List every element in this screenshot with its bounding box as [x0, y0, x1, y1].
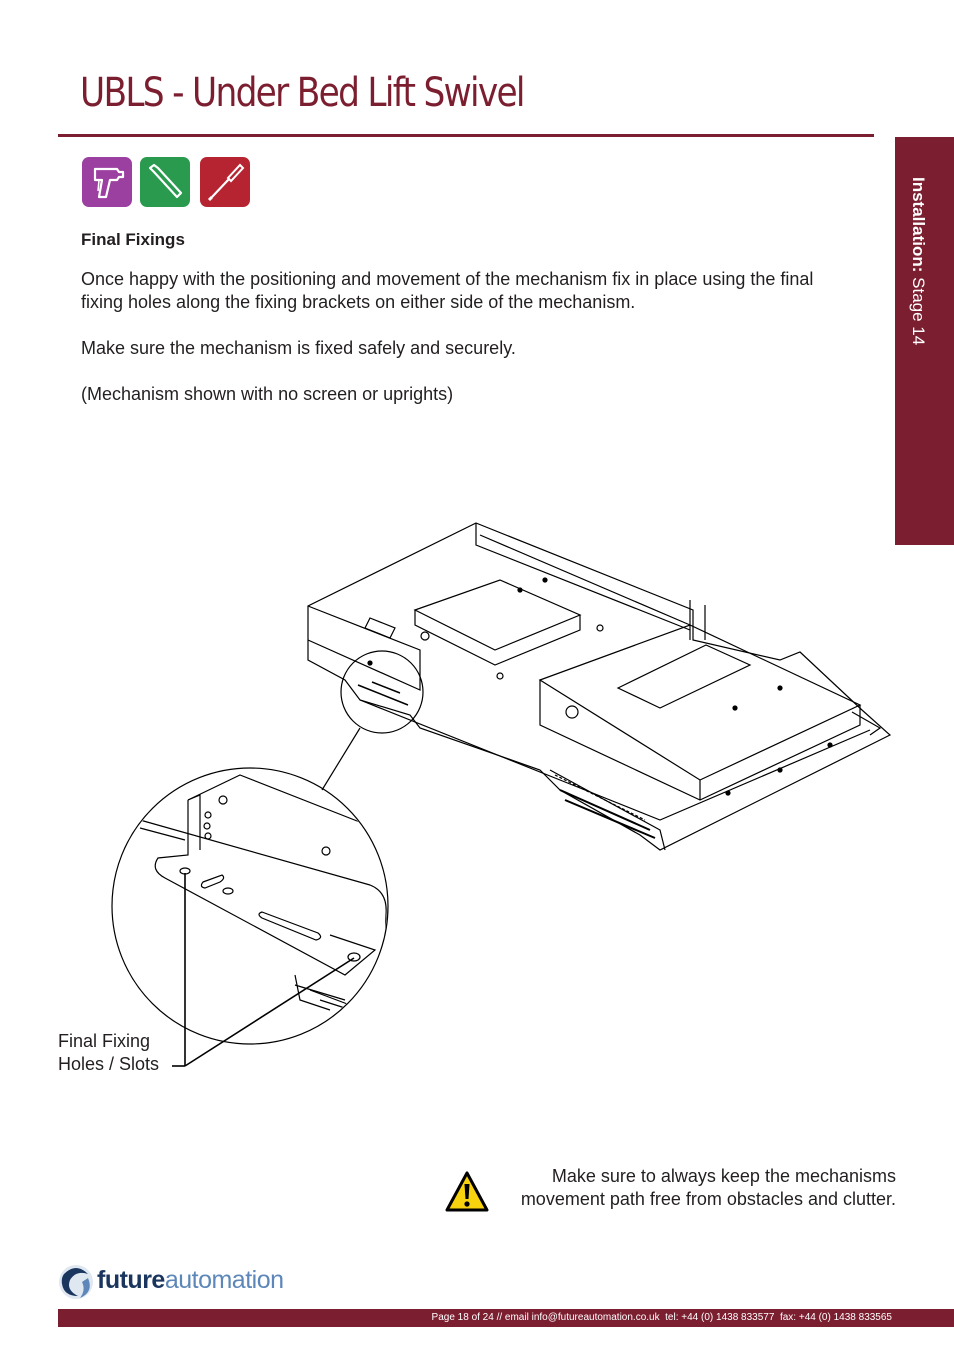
- section-tab: Installation: Stage 14: [895, 137, 954, 545]
- mechanism-body: [307, 522, 892, 851]
- detail-leader-line: [321, 727, 361, 791]
- detail-locator-circle: [340, 650, 424, 734]
- section-tab-label: Installation: Stage 14: [908, 177, 928, 345]
- detail-bracket: [139, 774, 387, 1011]
- logo-future: future: [97, 1266, 165, 1294]
- company-logo: futureautomation: [97, 1266, 284, 1295]
- note-paragraph: (Mechanism shown with no screen or uprig…: [81, 384, 454, 404]
- detail-magnified-circle: [111, 767, 389, 1045]
- footer-text: Page 18 of 24 // email info@futureautoma…: [431, 1312, 892, 1323]
- warning-triangle-icon: [445, 1171, 489, 1212]
- section-tab-bold: Installation:: [909, 177, 928, 273]
- callout-leaders: [172, 873, 355, 1067]
- diagram-callout: Final Fixing Holes / Slots: [58, 1030, 159, 1076]
- logo-swirl-icon: [59, 1265, 93, 1299]
- page-title: UBLS - Under Bed Lift Swivel: [80, 70, 525, 116]
- safety-paragraph: Make sure the mechanism is fixed safely …: [81, 338, 516, 358]
- logo-automation: automation: [164, 1266, 284, 1294]
- title-divider: [58, 134, 874, 137]
- warning-line-2: movement path free from obstacles and cl…: [520, 1189, 896, 1209]
- warning-text: Make sure to always keep the mechanisms …: [490, 1165, 896, 1211]
- drill-icon: [82, 157, 132, 207]
- callout-line-2: Holes / Slots: [58, 1054, 160, 1074]
- screwdriver-icon: [200, 157, 250, 207]
- section-tab-stage: Stage 14: [909, 272, 928, 346]
- section-heading: Final Fixings: [81, 230, 185, 249]
- allen-key-icon: [140, 157, 190, 207]
- mechanism-diagram: [111, 522, 892, 1067]
- footer-bar: Page 18 of 24 // email info@futureautoma…: [58, 1309, 954, 1327]
- warning-line-1: Make sure to always keep the mechanisms: [551, 1166, 896, 1186]
- instruction-paragraph: Once happy with the positioning and move…: [81, 269, 814, 312]
- callout-line-1: Final Fixing: [58, 1031, 151, 1051]
